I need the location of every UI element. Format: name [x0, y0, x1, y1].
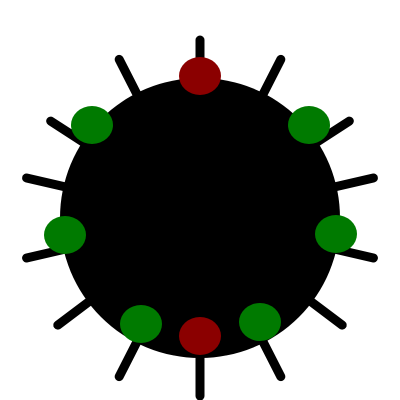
central-black-disc — [60, 78, 340, 358]
green-dot-lower-right — [239, 303, 281, 341]
red-dot-top — [179, 57, 221, 95]
green-dot-upper-left — [71, 106, 113, 144]
red-dot-bottom — [179, 317, 221, 355]
green-dot-right — [315, 215, 357, 253]
green-dot-upper-right — [288, 106, 330, 144]
green-dot-lower-left — [120, 305, 162, 343]
dot-group — [44, 57, 357, 355]
green-dot-left — [44, 216, 86, 254]
